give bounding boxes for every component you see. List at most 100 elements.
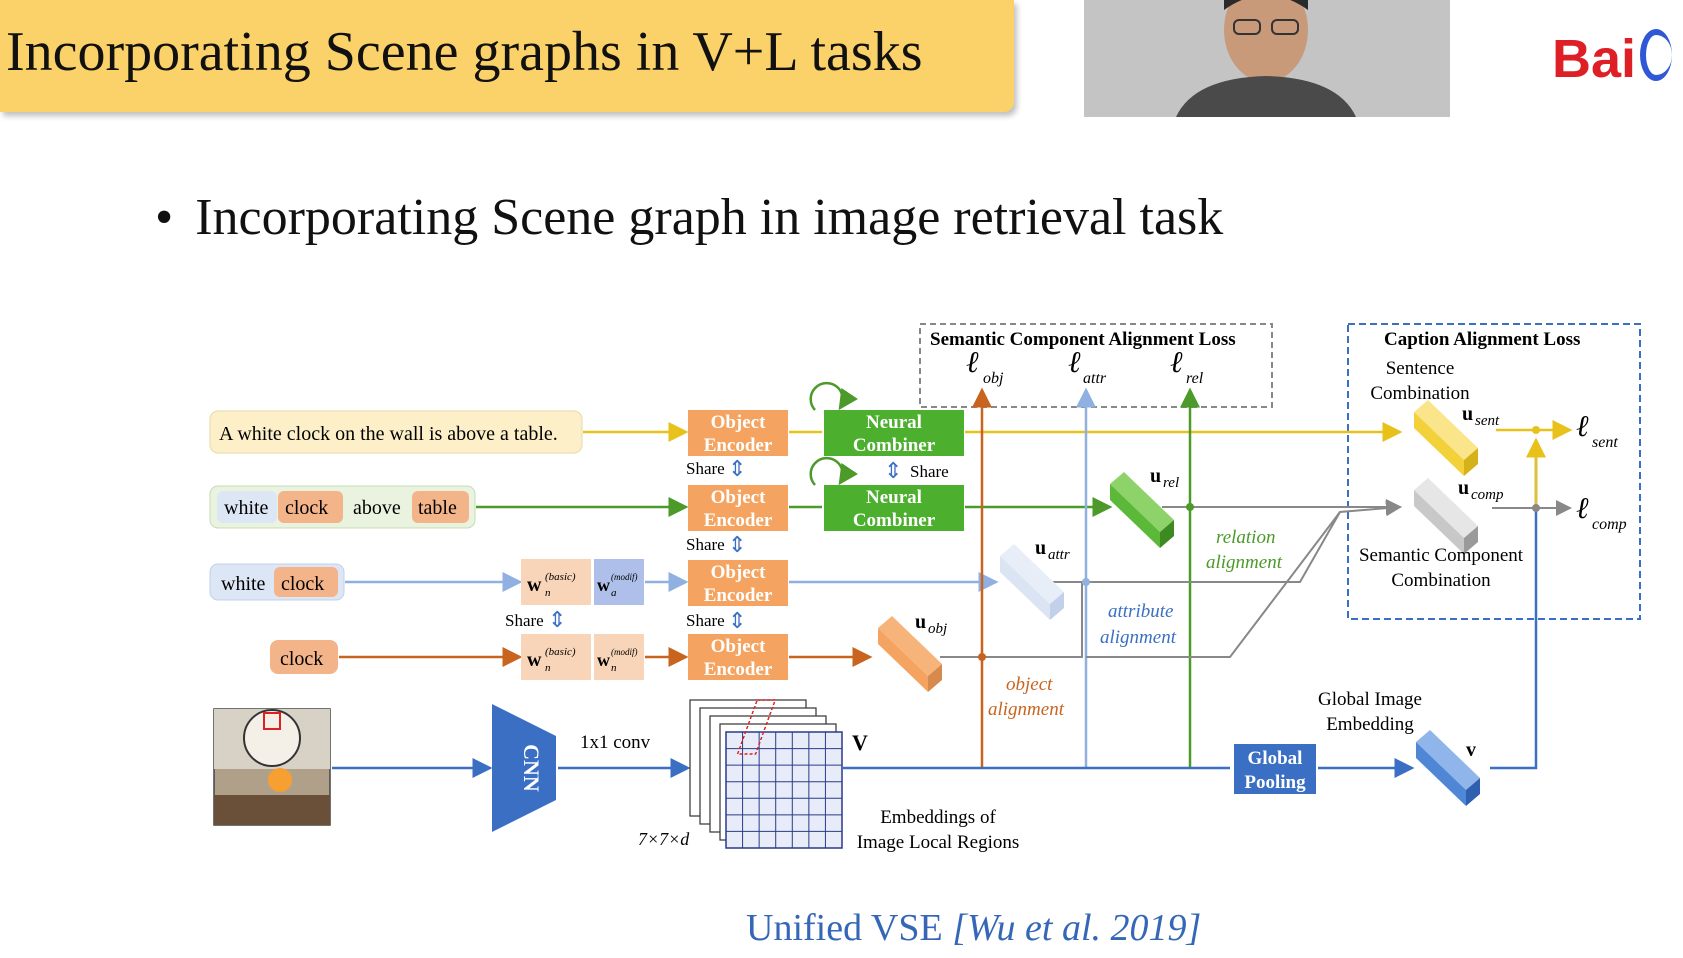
citation-ref: [Wu et al. 2019]: [952, 907, 1202, 949]
attr-clock: clock: [281, 573, 324, 595]
embeddings-label-1: Embeddings of: [880, 807, 996, 828]
attr-junction-dot: [1082, 578, 1090, 586]
feature-grid-stack: [689, 699, 843, 849]
svg-text:Object: Object: [711, 487, 767, 508]
sentence-box: [209, 410, 583, 454]
svg-text:Encoder: Encoder: [704, 435, 773, 456]
triple-table: table: [418, 497, 457, 519]
cnn-label: CNN: [519, 744, 544, 792]
u-obj-label: u obj: [915, 611, 947, 637]
svg-text:w: w: [597, 575, 610, 595]
loss-comp-label: ℓ comp: [1576, 492, 1627, 533]
svg-text:u: u: [1462, 403, 1473, 425]
svg-text:sent: sent: [1475, 413, 1500, 429]
w-basic-box-attr: w (basic) n: [521, 559, 591, 605]
obj-word-box: [270, 640, 338, 674]
svg-text:Encoder: Encoder: [704, 585, 773, 606]
v-small-label: v: [1466, 739, 1476, 761]
grid-size-label: 7×7×d: [638, 829, 690, 849]
loss-obj-label: ℓ obj: [966, 346, 1004, 387]
svg-text:ℓ: ℓ: [1170, 346, 1183, 379]
svg-text:n: n: [545, 587, 551, 599]
triple-white-chip: [217, 491, 277, 523]
global-image-label-1: Global Image: [1318, 689, 1422, 710]
svg-text:Global: Global: [1248, 748, 1303, 769]
attr-to-comp-line: [1044, 500, 1402, 583]
triple-white: white: [224, 497, 269, 519]
attribute-alignment-2: alignment: [1100, 627, 1177, 648]
svg-text:u: u: [1458, 477, 1469, 499]
object-encoder-2: Object Encoder: [688, 485, 788, 531]
svg-text:a: a: [611, 587, 617, 599]
bullet-dot-icon: •: [155, 189, 174, 246]
svg-text:Share: Share: [505, 611, 544, 630]
svg-text:(modif): (modif): [611, 647, 638, 657]
svg-text:Combiner: Combiner: [853, 435, 936, 456]
svg-text:⇕: ⇕: [728, 532, 746, 557]
recurrent-loop-icon-1: [809, 381, 859, 411]
rel-junction-dot: [1186, 503, 1194, 511]
share-label-w: Share ⇕: [505, 607, 566, 632]
cnn-block: [492, 704, 556, 832]
svg-text:(basic): (basic): [545, 571, 576, 583]
triple-above: above: [353, 497, 401, 519]
input-image: [213, 708, 331, 826]
svg-text:Encoder: Encoder: [704, 510, 773, 531]
svg-text:comp: comp: [1592, 516, 1627, 533]
svg-text:comp: comp: [1471, 487, 1504, 503]
svg-text:(basic): (basic): [545, 646, 576, 658]
relation-alignment-2: alignment: [1206, 552, 1283, 573]
u-comp-block: [1414, 478, 1478, 554]
neural-combiner-2: Neural Combiner: [824, 485, 964, 531]
svg-text:Share: Share: [686, 535, 725, 554]
obj-comp-line-2: [1086, 511, 1341, 658]
sentence-text: A white clock on the wall is above a tab…: [219, 423, 558, 445]
svg-text:w: w: [597, 650, 610, 670]
citation-name: Unified VSE: [746, 907, 943, 949]
semantic-loss-title: Semantic Component Alignment Loss: [930, 329, 1236, 350]
v-label: V: [852, 730, 868, 755]
svg-text:Object: Object: [711, 412, 767, 433]
u-attr-label: u attr: [1035, 537, 1070, 563]
loss-rel-label: ℓ rel: [1170, 346, 1204, 387]
svg-text:Combiner: Combiner: [853, 510, 936, 531]
share-label-enc-3: Share ⇕: [686, 608, 746, 633]
share-label-comb: ⇕ Share: [884, 458, 949, 483]
attr-white: white: [221, 573, 266, 595]
u-sent-label: u sent: [1462, 403, 1500, 429]
svg-text:obj: obj: [983, 370, 1004, 387]
v-global-block: [1416, 730, 1480, 806]
obj-junction-dot: [978, 653, 986, 661]
svg-text:sent: sent: [1592, 434, 1618, 451]
logo-text: Bai: [1552, 29, 1637, 89]
svg-text:Object: Object: [711, 562, 767, 583]
svg-text:Share: Share: [910, 462, 949, 481]
svg-text:⇕: ⇕: [548, 607, 566, 632]
svg-text:attr: attr: [1083, 370, 1107, 387]
w-basic-box-obj: w (basic) n: [521, 634, 591, 680]
svg-text:⇕: ⇕: [728, 608, 746, 633]
svg-text:w: w: [527, 574, 542, 596]
u-obj-block: [878, 616, 942, 692]
svg-text:Neural: Neural: [866, 412, 922, 433]
loss-attr-label: ℓ attr: [1068, 346, 1107, 387]
bullet-text: Incorporating Scene graph in image retri…: [195, 189, 1224, 246]
sent-junction-dot: [1532, 426, 1540, 434]
caption-loss-box: [1347, 323, 1641, 620]
semantic-comb-label-2: Combination: [1391, 570, 1491, 591]
comp-junction-dot: [1532, 504, 1540, 512]
global-pooling-box: Global Pooling: [1234, 744, 1316, 794]
object-alignment-2: alignment: [988, 699, 1065, 720]
svg-text:Neural: Neural: [866, 487, 922, 508]
webcam-video: [1084, 0, 1450, 117]
svg-text:n: n: [545, 662, 551, 674]
bullet-point: • Incorporating Scene graph in image retr…: [155, 188, 1223, 247]
svg-text:⇕: ⇕: [728, 456, 746, 481]
svg-text:Pooling: Pooling: [1244, 772, 1306, 793]
share-label-enc-1: Share ⇕: [686, 456, 746, 481]
object-alignment-1: object: [1006, 674, 1053, 695]
semantic-comb-label-1: Semantic Component: [1359, 545, 1524, 566]
triple-clock: clock: [285, 497, 328, 519]
slide-title: Incorporating Scene graphs in V+L tasks: [6, 21, 923, 83]
